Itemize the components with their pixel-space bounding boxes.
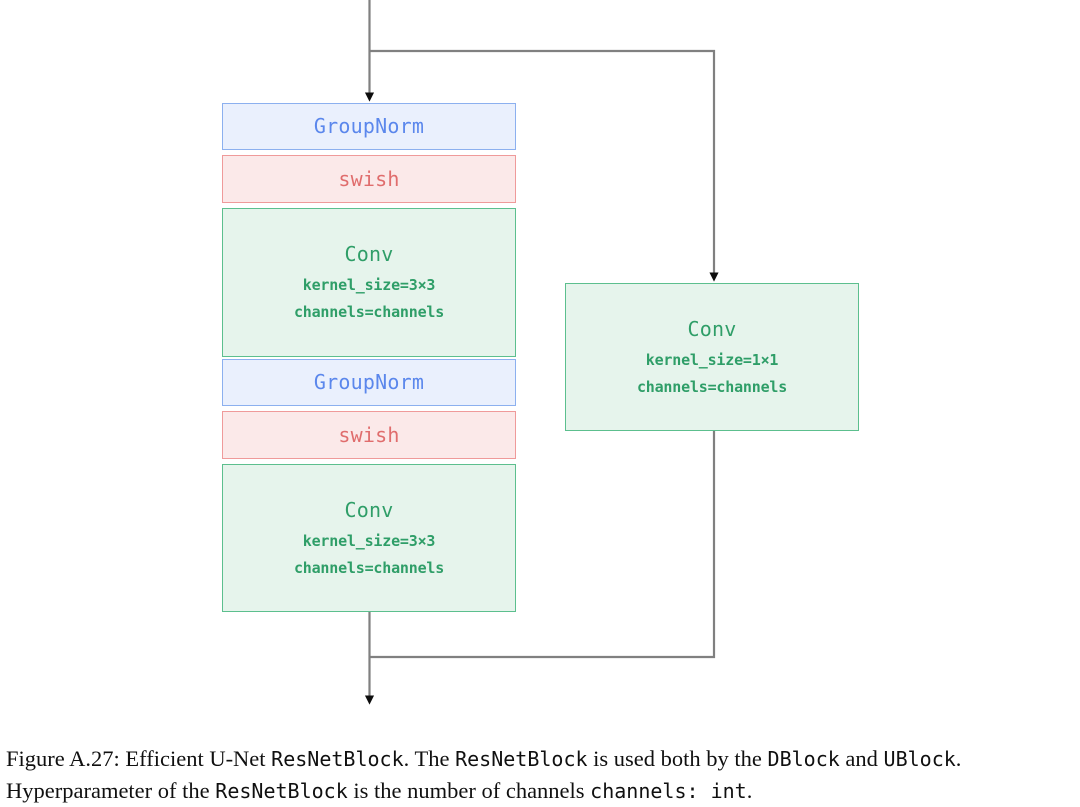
caption-text-3: is used both by the [587, 746, 768, 771]
caption-text-2: . The [403, 746, 456, 771]
node-title: swish [338, 422, 400, 447]
node-title: Conv [344, 497, 394, 522]
node-conv-1[interactable]: Conv kernel_size=3×3 channels=channels [222, 208, 516, 357]
caption-text-1: Efficient U-Net [119, 746, 272, 771]
node-param-channels: channels=channels [636, 377, 788, 396]
caption-text-6: is the number of channels [347, 777, 591, 803]
node-param-channels: channels=channels [293, 558, 445, 577]
caption-figure-number: Figure A.27: [6, 746, 120, 771]
node-title: GroupNorm [313, 114, 425, 138]
node-swish-1[interactable]: swish [222, 155, 516, 203]
node-swish-2[interactable]: swish [222, 411, 516, 459]
caption-text-5: . Hyperparameter of the [6, 746, 962, 803]
node-conv-skip[interactable]: Conv kernel_size=1×1 channels=channels [565, 283, 859, 431]
node-param-kernel-size: kernel_size=1×1 [645, 350, 779, 369]
caption-code-ublock: UBlock [883, 747, 956, 771]
node-param-kernel-size: kernel_size=3×3 [302, 531, 436, 550]
node-param-kernel-size: kernel_size=3×3 [302, 276, 436, 295]
node-title: Conv [687, 316, 737, 341]
node-param-channels: channels=channels [293, 303, 445, 321]
node-title: Conv [344, 242, 394, 267]
node-groupnorm-2[interactable]: GroupNorm [222, 359, 516, 406]
caption-code-dblock: DBlock [767, 747, 840, 771]
caption-code-resnetblock-1: ResNetBlock [271, 747, 404, 771]
caption-code-resnetblock-3: ResNetBlock [215, 778, 348, 803]
diagram-canvas: GroupNorm swish Conv kernel_size=3×3 cha… [222, 0, 859, 705]
node-title: GroupNorm [313, 370, 425, 394]
caption-code-resnetblock-2: ResNetBlock [455, 747, 588, 771]
caption-text-7: . [746, 777, 753, 803]
figure-caption: Figure A.27: Efficient U-Net ResNetBlock… [6, 743, 1074, 807]
node-conv-2[interactable]: Conv kernel_size=3×3 channels=channels [222, 464, 516, 612]
edge-layer [364, 0, 719, 705]
caption-text-4: and [839, 746, 884, 771]
node-groupnorm-1[interactable]: GroupNorm [222, 103, 516, 150]
caption-code-channels-int: channels: int [590, 778, 747, 803]
node-title: swish [338, 166, 400, 191]
